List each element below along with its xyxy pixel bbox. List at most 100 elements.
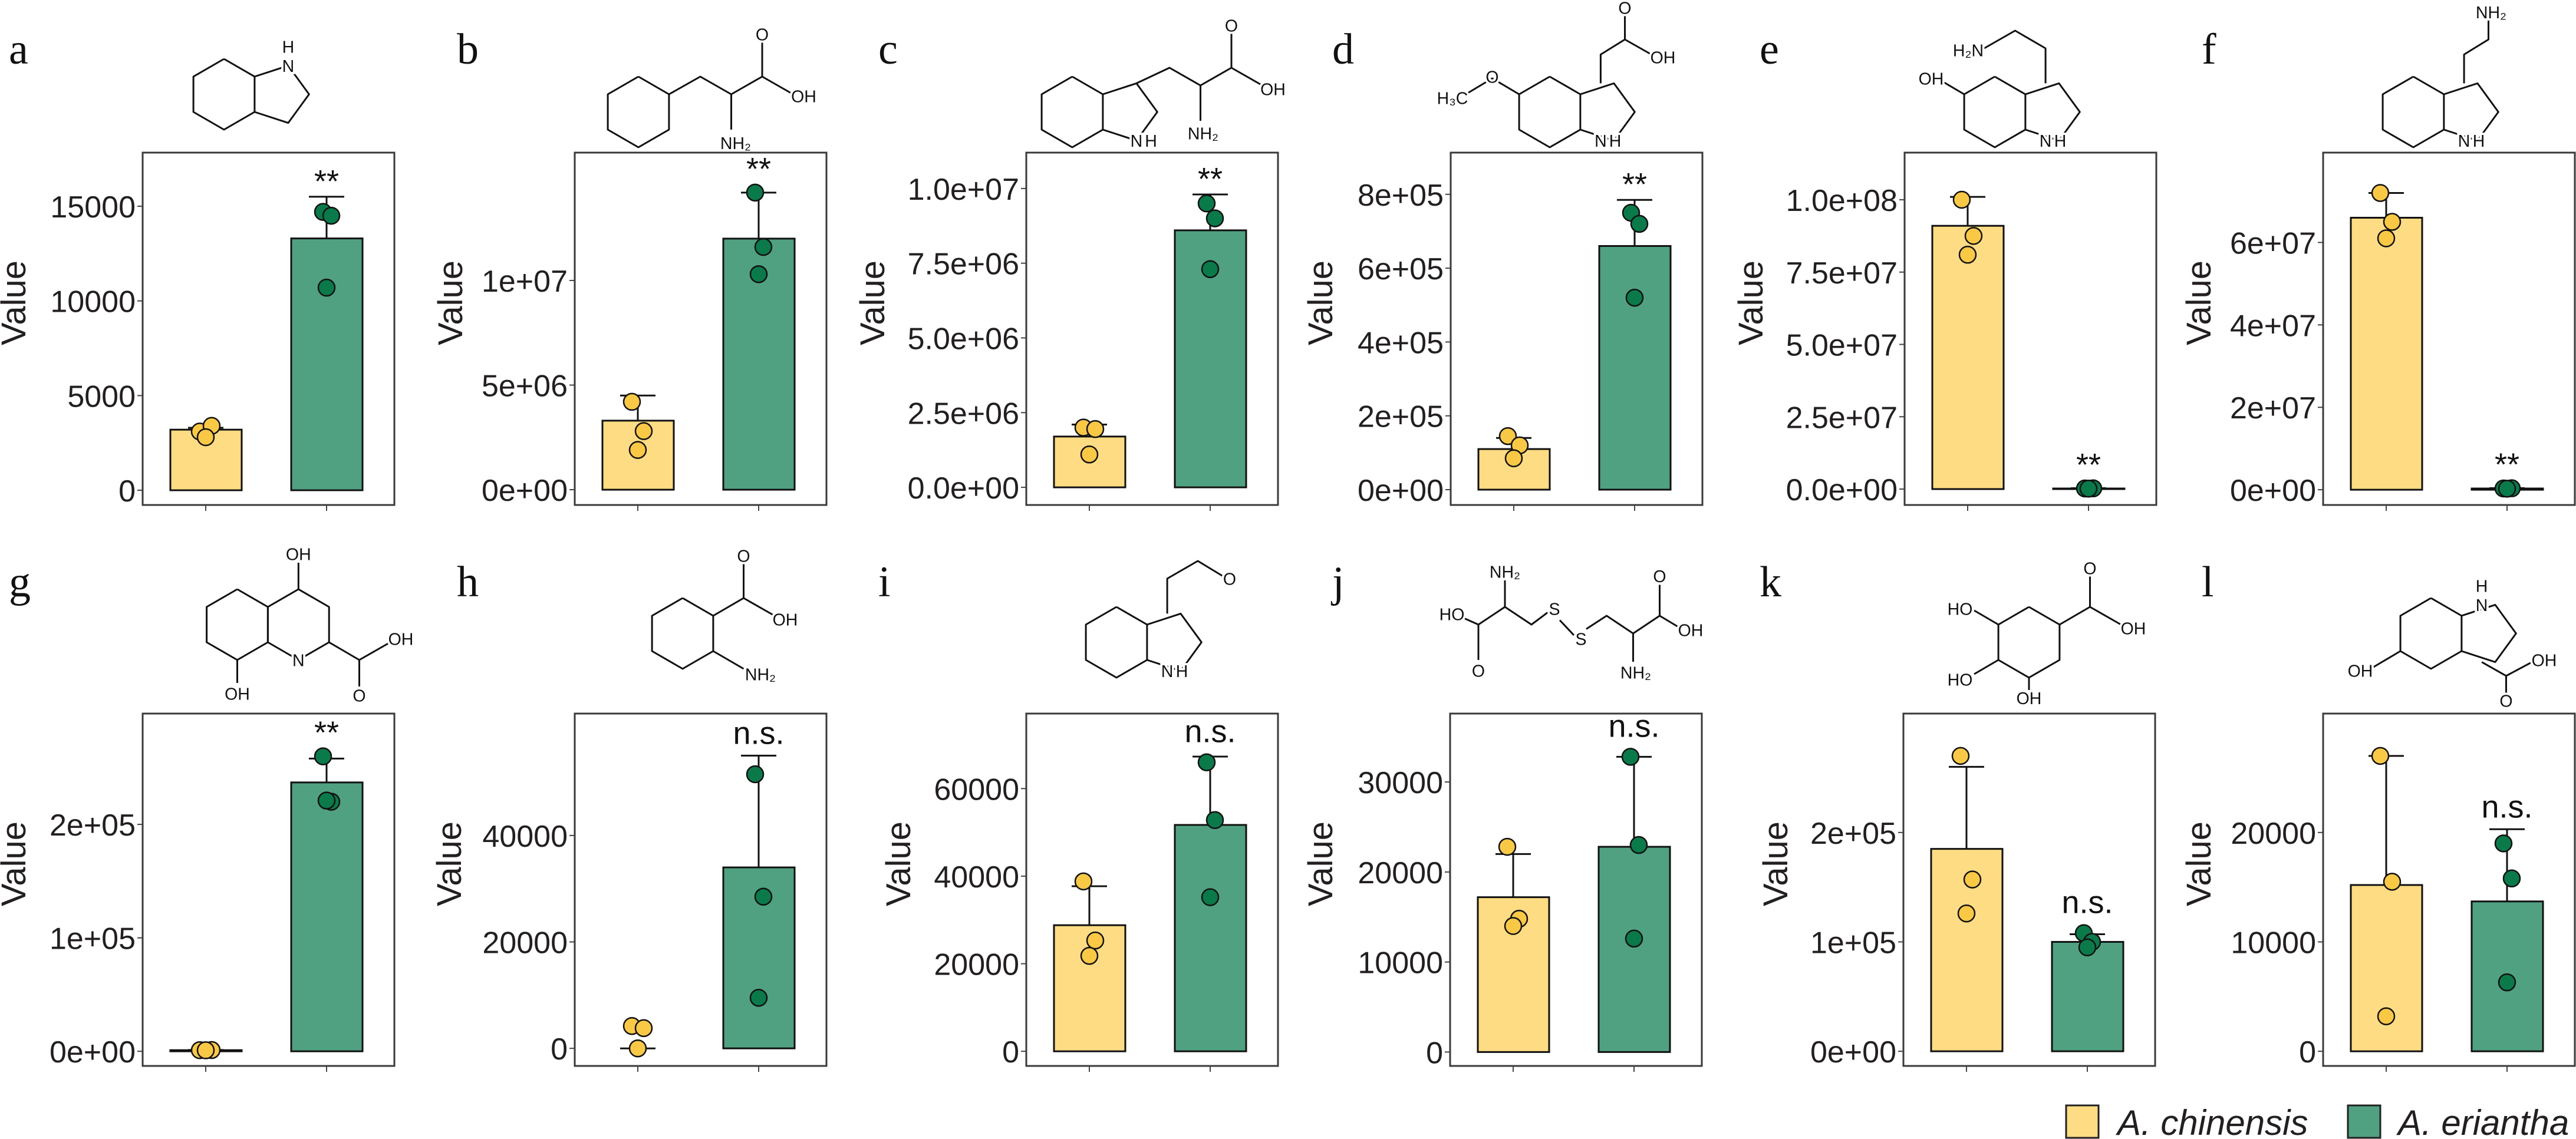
significance-label: **: [2495, 447, 2519, 483]
y-axis-title: Value: [2180, 821, 2218, 906]
y-tick-label: 40000: [482, 820, 568, 854]
structure-atom-label: OH: [225, 685, 250, 704]
structure-bond: [713, 650, 745, 670]
y-tick-label: 4e+07: [2230, 309, 2316, 343]
y-axis-title: Value: [0, 260, 33, 345]
plot-frame: [1025, 151, 1279, 506]
structure-bond: [1599, 38, 1652, 84]
structure-bond: [2399, 597, 2463, 670]
structure-atom-label: NH₂: [1188, 125, 1218, 144]
y-axis-title: Value: [2180, 260, 2218, 345]
data-point-eriantha: [1630, 214, 1649, 233]
y-tick-label: 15000: [50, 190, 136, 225]
data-point-eriantha: [317, 278, 336, 297]
data-point-chinensis: [1074, 872, 1093, 891]
y-tick-label: 0: [118, 474, 136, 509]
legend: A. chinensis A. eriantha: [2065, 1103, 2569, 1139]
significance-label: n.s.: [2481, 789, 2532, 824]
data-point-eriantha: [1201, 260, 1220, 279]
plot-frame: [141, 712, 396, 1067]
y-tick-label: 2e+07: [2230, 391, 2316, 425]
y-tick-label: 0e+00: [482, 474, 568, 508]
data-point-eriantha: [1621, 748, 1640, 766]
data-point-eriantha: [749, 989, 768, 1007]
structure-atom-label: OH: [2121, 620, 2146, 639]
data-point-chinensis: [2383, 873, 2402, 891]
data-point-chinensis: [1957, 904, 1976, 923]
structure-bond: [1518, 75, 1582, 148]
y-tick-label: 20000: [482, 926, 568, 960]
data-point-eriantha: [749, 265, 768, 283]
structure-atom-label: H₂N: [1953, 42, 1984, 61]
y-tick-label: 60000: [934, 772, 1019, 807]
structure-bond: [1040, 75, 1104, 148]
data-point-eriantha: [2494, 834, 2513, 853]
structure-atom-label: OH: [2532, 652, 2557, 671]
bar-eriantha: [2051, 940, 2124, 1052]
significance-label: **: [1622, 167, 1647, 202]
significance-label: **: [314, 715, 339, 751]
structure-atom-label: H: [282, 38, 295, 57]
structure-bond: [2461, 603, 2517, 663]
structure-atom-label: OH: [286, 546, 311, 564]
structure-atom-label: OH: [1919, 70, 1944, 89]
y-axis-title: Value: [1302, 260, 1340, 345]
data-point-chinensis: [1958, 246, 1977, 264]
data-point-chinensis: [622, 392, 641, 411]
structure-atom-label: OH: [1651, 49, 1676, 68]
y-tick-label: 6e+05: [1358, 252, 1444, 286]
data-point-chinensis: [1080, 946, 1099, 965]
y-tick-label: 30000: [1358, 766, 1443, 800]
structure-atom-label: OH: [1260, 81, 1286, 100]
structure-atom-label: O: [2083, 560, 2096, 579]
data-point-eriantha: [1197, 753, 1216, 771]
structure-atom-label: N: [2476, 596, 2488, 615]
data-point-eriantha: [2498, 480, 2516, 498]
data-point-eriantha: [322, 206, 341, 225]
y-tick-label: 4e+05: [1358, 326, 1444, 360]
structure-atom-label: OH: [2017, 689, 2042, 708]
y-tick-label: 10000: [2231, 926, 2316, 960]
y-tick-label: 2e+05: [50, 808, 136, 843]
data-point-eriantha: [1629, 836, 1648, 854]
significance-label: **: [314, 164, 339, 199]
data-point-eriantha: [1205, 811, 1224, 830]
y-tick-label: 8e+05: [1358, 179, 1444, 213]
data-point-eriantha: [314, 747, 332, 765]
structure-bond: [2463, 19, 2489, 84]
data-point-chinensis: [196, 1041, 215, 1059]
y-tick-label: 1e+05: [50, 922, 136, 956]
significance-label: **: [1198, 161, 1223, 197]
significance-label: n.s.: [1184, 714, 1236, 750]
bar-chinensis: [1931, 225, 2005, 490]
y-tick-label: 5e+06: [482, 369, 568, 404]
data-point-eriantha: [1625, 929, 1643, 948]
data-point-eriantha: [1201, 888, 1220, 906]
y-axis-title: Value: [0, 821, 33, 906]
data-point-chinensis: [196, 428, 215, 447]
data-point-chinensis: [2377, 1007, 2396, 1025]
data-point-chinensis: [1504, 917, 1523, 935]
legend-swatch-chinensis: [2065, 1104, 2100, 1139]
structure-atom-label: H: [1145, 132, 1157, 151]
structure-bond: [1974, 609, 1999, 626]
data-point-chinensis: [1963, 870, 1982, 889]
panel-letter: d: [1332, 25, 1354, 74]
y-tick-label: 2.5e+07: [1786, 401, 1898, 435]
y-tick-label: 6e+07: [2230, 226, 2316, 260]
structure-atom-label: O: [2499, 692, 2512, 711]
data-point-chinensis: [1086, 420, 1105, 438]
plot-frame: [2322, 151, 2576, 506]
structure-atom-label: O: [1223, 570, 1236, 589]
data-point-chinensis: [1964, 227, 1983, 245]
